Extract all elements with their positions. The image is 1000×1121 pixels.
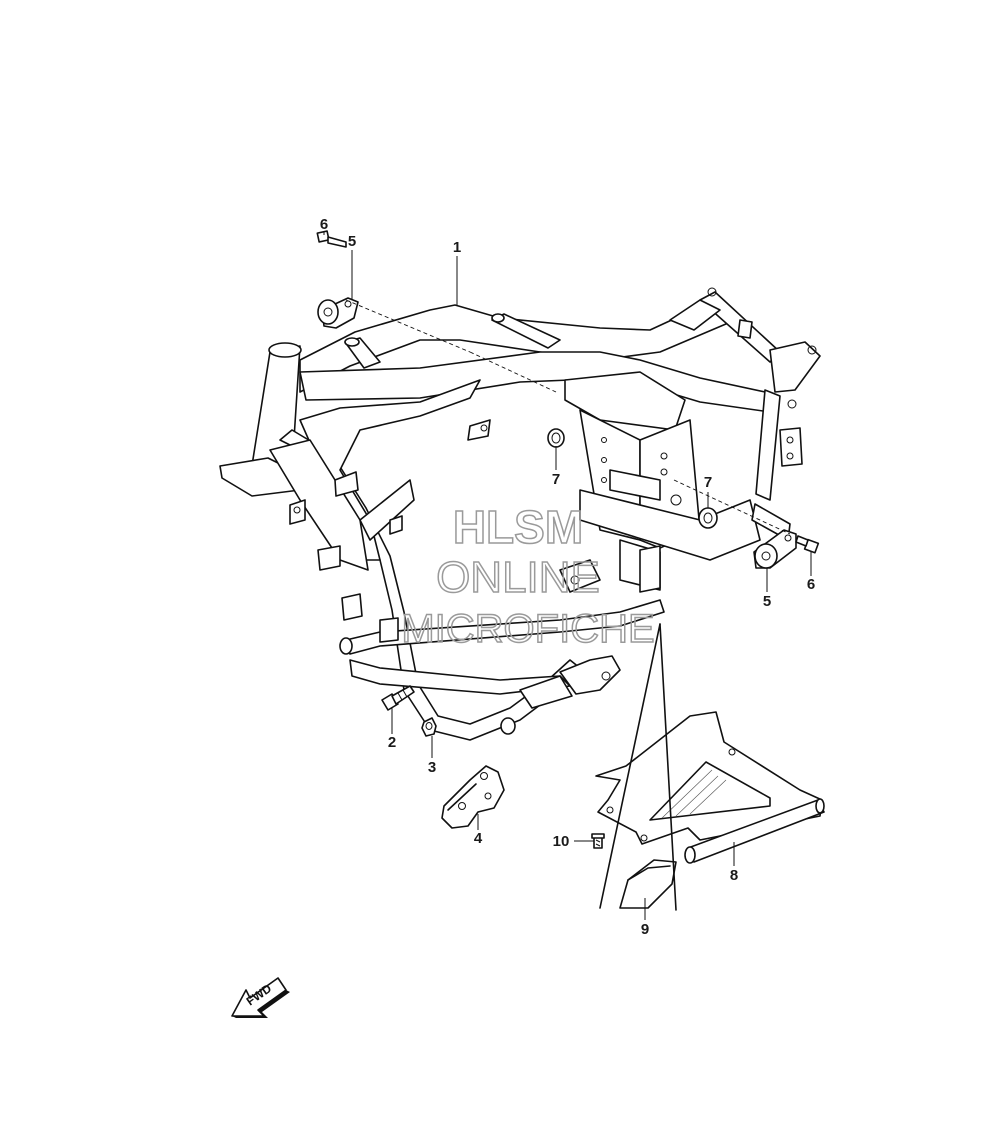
callout-10[interactable]: 10	[553, 833, 570, 850]
callout-9[interactable]: 9	[641, 921, 649, 938]
screw-10[interactable]	[591, 833, 605, 849]
watermark: HLSM ONLINE MICROFICHE	[401, 500, 656, 652]
pivot-plate-left[interactable]	[317, 297, 359, 329]
callout-6-right[interactable]: 6	[807, 576, 815, 593]
frame-cover-9[interactable]	[619, 859, 677, 909]
bolt-2[interactable]	[381, 685, 415, 711]
callout-6-left[interactable]: 6	[320, 216, 328, 233]
frame-body[interactable]	[219, 287, 821, 741]
callout-5-left[interactable]: 5	[348, 233, 356, 250]
bracket-4[interactable]	[441, 765, 505, 829]
callouts: 1 6 5 7 7 5 6 2 3 4 10 8 9	[320, 216, 815, 938]
watermark-line-1: HLSM	[453, 501, 583, 553]
frame-cover-8[interactable]	[595, 711, 825, 864]
watermark-line-3: MICROFICHE	[401, 607, 654, 651]
bolt-right[interactable]	[795, 535, 820, 554]
bolt-left[interactable]	[316, 230, 347, 248]
callout-4[interactable]: 4	[474, 830, 483, 847]
grommet-right[interactable]	[698, 507, 718, 529]
callout-8[interactable]: 8	[730, 867, 738, 884]
nut-3[interactable]	[421, 717, 437, 737]
callout-7-right[interactable]: 7	[704, 474, 712, 491]
grommet-left[interactable]	[547, 428, 565, 448]
pivot-plate-right[interactable]	[753, 529, 797, 569]
callout-1[interactable]: 1	[453, 239, 461, 256]
callout-3[interactable]: 3	[428, 759, 436, 776]
fwd-arrow-icon: FWD	[231, 977, 290, 1018]
leader-lines	[323, 232, 812, 920]
callout-7-left[interactable]: 7	[552, 471, 560, 488]
watermark-line-2: ONLINE	[436, 553, 600, 602]
callout-5-right[interactable]: 5	[763, 593, 771, 610]
callout-2[interactable]: 2	[388, 734, 396, 751]
assembly-guide-lines	[345, 299, 791, 911]
